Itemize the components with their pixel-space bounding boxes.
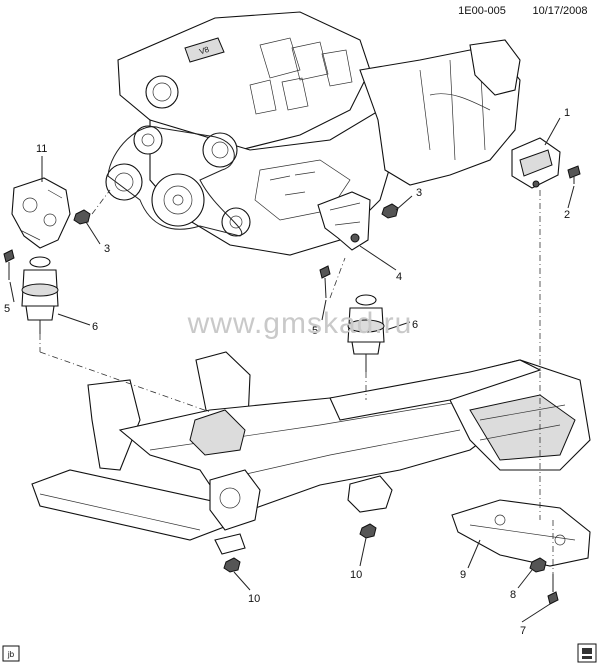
- callout-6-center: 6: [412, 319, 418, 331]
- nut-8: [529, 557, 547, 573]
- callout-6-left: 6: [92, 321, 98, 333]
- nut-3-left: [73, 209, 91, 225]
- alignment-centerlines: [39, 189, 554, 574]
- transmission-support-9: [451, 499, 591, 567]
- corner-tag-text: jb: [7, 650, 15, 659]
- bolt-5-left: [3, 249, 15, 280]
- callout-8: 8: [510, 589, 516, 601]
- nut-10-center: [359, 523, 377, 539]
- engine-cradle-frame: [31, 351, 591, 555]
- callout-2: 2: [564, 209, 570, 221]
- callout-5-center: 5: [312, 325, 318, 337]
- callout-numbers: 1 2 3 3 4 5 5 6 6 7 8 9 10 10 11: [4, 107, 570, 637]
- callout-10-left: 10: [248, 593, 260, 605]
- engine-assembly: V8: [105, 11, 521, 256]
- engine-mount-6-center: [347, 294, 385, 372]
- nut-10-left: [223, 557, 241, 573]
- callout-1: 1: [564, 107, 570, 119]
- callout-leader-lines: [9, 117, 575, 623]
- engine-mount-bracket-left: [11, 177, 71, 249]
- engine-badge: V8: [198, 45, 211, 57]
- bolt-5-center: [319, 265, 331, 299]
- transmission-mount-1: [511, 137, 561, 189]
- corner-tag-box: jb: [2, 645, 20, 662]
- document-id: 1E00-005: [458, 5, 506, 17]
- callout-3-right: 3: [416, 187, 422, 199]
- callout-4: 4: [396, 271, 402, 283]
- callout-3-left: 3: [104, 243, 110, 255]
- callout-10-center: 10: [350, 569, 362, 581]
- bolt-7: [547, 574, 559, 605]
- nut-3-right: [381, 203, 399, 219]
- engine-mount-6-left: [21, 256, 59, 334]
- bolt-2: [567, 165, 581, 184]
- document-date: 10/17/2008: [532, 5, 587, 17]
- callout-5-left: 5: [4, 303, 10, 315]
- engine-mount-bracket-right: [317, 191, 371, 251]
- book-icon: [577, 643, 597, 663]
- watermark-text: www.gmskad.ru: [187, 307, 413, 340]
- callout-11: 11: [36, 143, 47, 155]
- callout-7: 7: [520, 625, 526, 637]
- callout-9: 9: [460, 569, 466, 581]
